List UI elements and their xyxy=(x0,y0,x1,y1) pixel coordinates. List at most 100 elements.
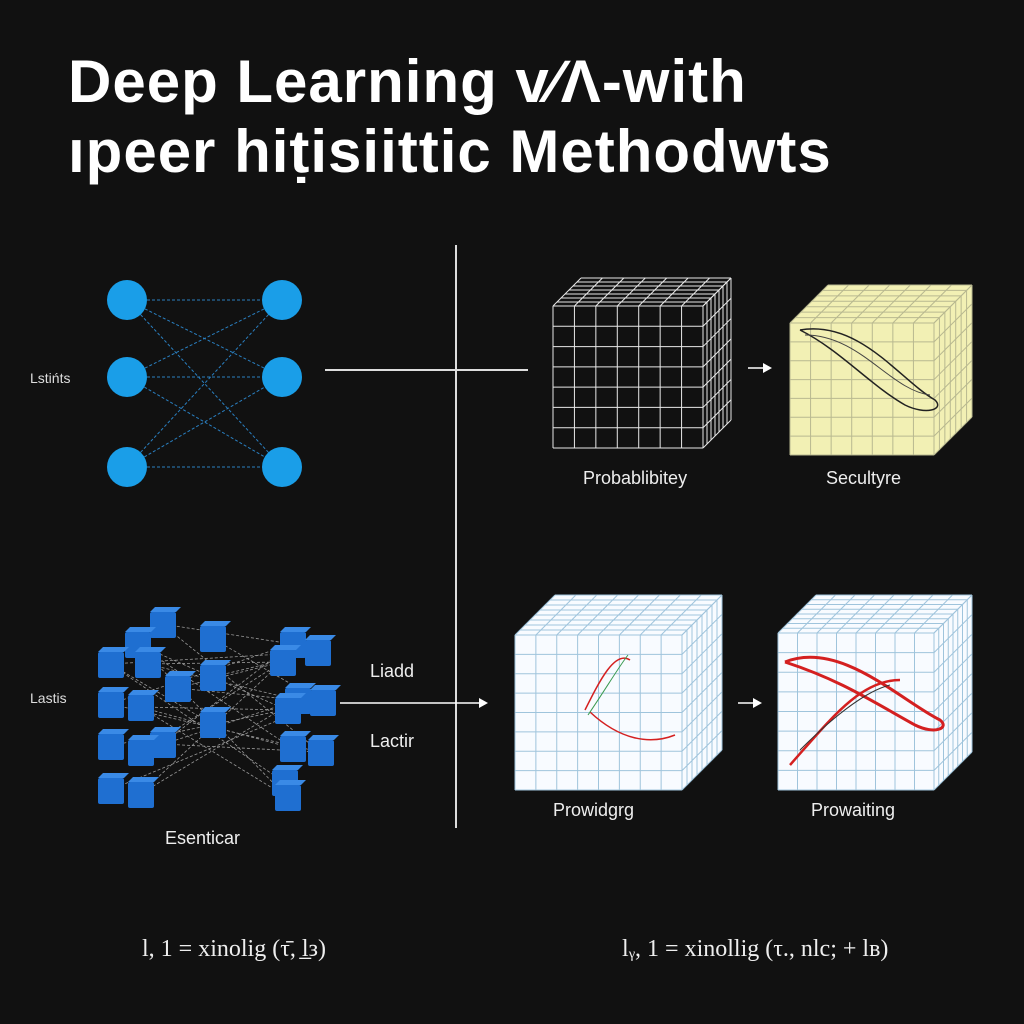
yellow-cube-grid xyxy=(933,303,973,343)
blue-cube xyxy=(98,652,124,678)
grid-cube-1-grid xyxy=(639,594,681,636)
blue-cube xyxy=(310,690,336,716)
yellow-cube-curve xyxy=(799,328,939,412)
grid-cube-2-curve xyxy=(784,655,945,732)
blue-cube xyxy=(200,626,226,652)
network-node xyxy=(262,280,302,320)
grid-cube-1-label: Prowidgrg xyxy=(553,800,635,820)
blue-cube-top xyxy=(270,645,301,650)
grid-cube-1-grid xyxy=(619,594,660,636)
blue-cube xyxy=(200,712,226,738)
network-edge xyxy=(126,299,283,468)
grid-cube-1-curve xyxy=(587,654,629,716)
blue-cube-top xyxy=(125,627,156,632)
arrow-bottom-head xyxy=(479,698,488,708)
blue-cube xyxy=(165,676,191,702)
wireframe-cube-grid xyxy=(616,277,646,307)
yellow-cube-grid xyxy=(810,284,849,324)
grid-cube-1-grid xyxy=(681,710,723,752)
grid-cube-2-curve xyxy=(789,678,901,766)
yellow-cube-grid xyxy=(933,397,973,437)
blue-cube-top xyxy=(200,707,231,712)
grid-cube-1-grid xyxy=(681,730,723,771)
cluster-edge xyxy=(109,701,323,791)
blue-cube-top xyxy=(310,685,341,690)
wireframe-cube-grid xyxy=(574,277,603,307)
blue-cube-top xyxy=(275,693,306,698)
blue-cube-top xyxy=(128,777,159,782)
yellow-cube-grid xyxy=(830,284,870,324)
cluster-edge xyxy=(139,706,288,798)
network-node xyxy=(262,357,302,397)
yellow-cube-front xyxy=(790,323,934,455)
blue-cube-top xyxy=(275,780,306,785)
wireframe-cube-grid xyxy=(702,318,732,347)
arrow-label-bottom: Lactir xyxy=(370,731,415,751)
wireframe-cube-grid xyxy=(702,358,732,388)
yellow-cube-grid xyxy=(913,284,952,324)
blue-cube xyxy=(200,665,226,691)
blue-cube-top xyxy=(280,627,311,632)
grid-cube-2-grid xyxy=(875,594,914,634)
yellow-cube-grid xyxy=(933,341,973,380)
grid-cube-1-grid xyxy=(681,691,723,733)
yellow-cube-grid xyxy=(933,416,973,456)
blue-cube xyxy=(275,785,301,811)
blue-cube-top xyxy=(128,690,159,695)
probability-cube-label: Probablibitey xyxy=(583,468,688,488)
grid-cube-2-grid xyxy=(894,594,934,634)
yellow-cube-grid xyxy=(851,284,891,324)
blue-cube xyxy=(98,734,124,760)
network-node xyxy=(262,447,302,487)
grid-cube-1-grid xyxy=(681,594,723,636)
blue-cube xyxy=(128,740,154,766)
blue-cube-top xyxy=(98,729,129,734)
blue-cube-top xyxy=(165,671,196,676)
arrow-top-head xyxy=(763,363,772,373)
blue-cube-top xyxy=(305,635,336,640)
blue-cube xyxy=(305,640,331,666)
cluster-edge xyxy=(139,706,293,749)
wireframe-cube-grid xyxy=(702,419,732,449)
grid-cube-2-grid xyxy=(933,751,973,791)
yellow-cube-grid xyxy=(933,322,973,362)
yellow-cube-grid xyxy=(933,360,973,399)
cluster-edge xyxy=(161,623,321,753)
title-line-2: ıpeer hiṭisiittic Methodwts xyxy=(68,118,832,185)
yellow-cube-top xyxy=(790,285,972,323)
blue-cube-top xyxy=(280,731,311,736)
grid-cube-2-grid xyxy=(933,594,973,634)
yellow-cube-grid xyxy=(789,284,829,324)
yellow-cube-label: Secultyre xyxy=(826,468,902,488)
blue-cube xyxy=(98,778,124,804)
network-node xyxy=(107,447,147,487)
wireframe-cube-grid xyxy=(702,338,732,368)
grid-cube-1-grid xyxy=(660,594,702,636)
formula-left: l, 1 = xinolig (τ̄̄, l̲з) xyxy=(142,936,326,962)
blue-cube xyxy=(150,612,176,638)
grid-cube-2-curve xyxy=(799,684,891,751)
arrow-bottom-right-head xyxy=(753,698,762,708)
grid-cube-2-grid xyxy=(933,712,973,752)
blue-cube xyxy=(280,736,306,762)
grid-cube-1-grid xyxy=(681,749,723,791)
wireframe-cube-grid xyxy=(702,399,732,429)
wireframe-cube-grid xyxy=(595,277,625,307)
grid-cube-2-grid xyxy=(914,594,953,634)
blue-cube xyxy=(270,650,296,676)
network-edge xyxy=(126,299,283,378)
cluster-edge xyxy=(176,661,283,689)
grid-cube-2-grid xyxy=(933,692,973,732)
yellow-cube-grid xyxy=(933,284,973,324)
formula-right: lᵧ, 1 = xinollig (τ., nlc; + lв) xyxy=(622,936,889,962)
blue-cube-top xyxy=(135,647,166,652)
blue-cube-top xyxy=(98,773,129,778)
blue-cube-top xyxy=(128,735,159,740)
blue-cube-top xyxy=(308,735,339,740)
wireframe-cube-grid xyxy=(702,379,732,408)
yellow-cube-grid xyxy=(933,378,973,418)
network-edge xyxy=(126,299,283,468)
title-line-1: Deep Learning v∕Λ-with xyxy=(68,48,747,115)
blue-cube xyxy=(150,732,176,758)
